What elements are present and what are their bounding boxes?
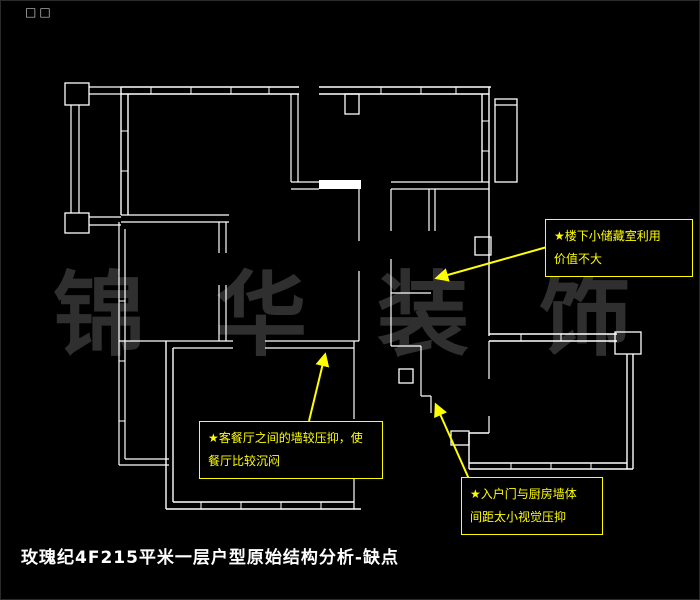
arrow-to-storage [434, 246, 548, 282]
watermark-text: 锦华装饰 [53, 261, 700, 369]
solid-wall-block [319, 180, 361, 189]
column-bottom-right [614, 331, 642, 355]
annotation-storage-line1: ★楼下小储藏室利用 [554, 229, 661, 243]
arrow-to-living-dining-wall [308, 352, 330, 422]
annotation-entry-kitchen: ★入户门与厨房墙体 间距太小视觉压抑 [461, 477, 603, 535]
entry-niche-box [398, 368, 414, 384]
annotation-living-dining-line1: ★客餐厅之间的墙较压抑，使 [208, 431, 363, 445]
annotation-living-dining-line2: 餐厅比较沉闷 [208, 454, 281, 468]
column-top-left [64, 82, 90, 106]
column-mid-left [64, 212, 90, 234]
wall-pier-top [344, 93, 360, 115]
page-title: 玫瑰纪4F215平米一层户型原始结构分析-缺点 [21, 548, 399, 568]
annotation-entry-kitchen-line1: ★入户门与厨房墙体 [470, 487, 577, 501]
annotation-storage: ★楼下小储藏室利用 价值不大 [545, 219, 693, 277]
corner-marks: □□ [25, 5, 54, 19]
annotation-living-dining: ★客餐厅之间的墙较压抑，使 餐厅比较沉闷 [199, 421, 383, 479]
arrow-to-entry-kitchen [434, 402, 470, 480]
flue-box [474, 236, 492, 256]
walls-outer [120, 86, 634, 510]
annotation-entry-kitchen-line2: 间距太小视觉压抑 [470, 510, 567, 524]
shaft-top-right [494, 98, 518, 183]
annotation-storage-line2: 价值不大 [554, 252, 603, 266]
walls-interior [70, 86, 517, 509]
window-ticks [119, 87, 592, 509]
